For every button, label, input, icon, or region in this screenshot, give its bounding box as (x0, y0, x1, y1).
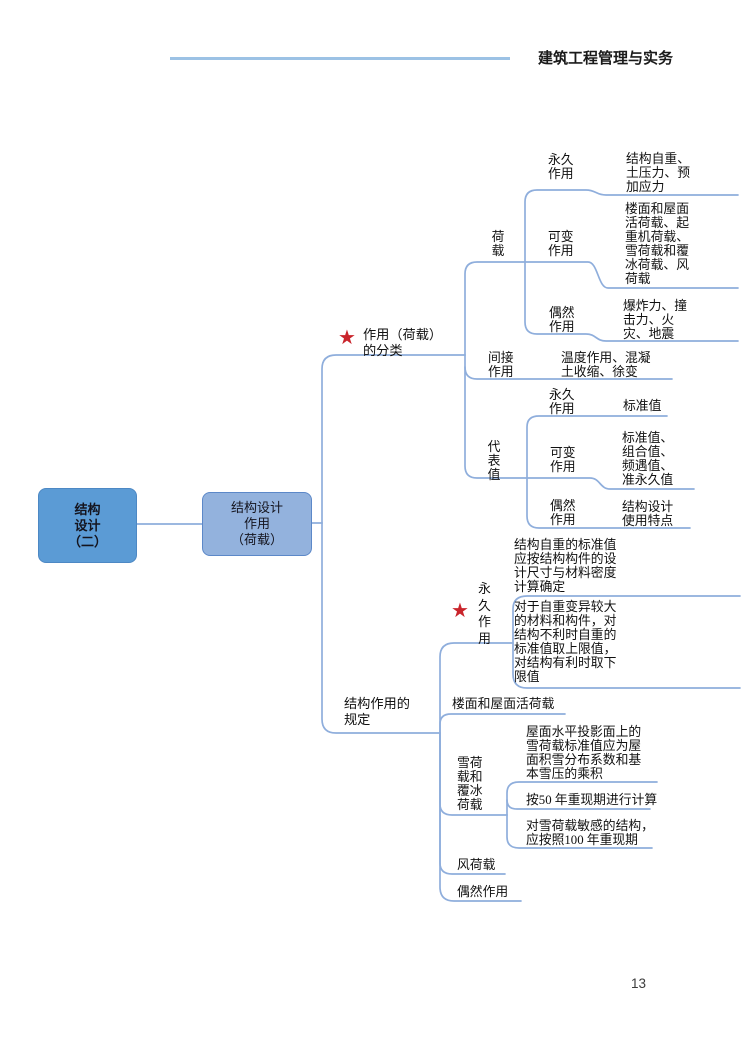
header-rule (170, 57, 510, 60)
connector-b2-permanent-bracket (512, 595, 741, 689)
node-variable-action: 可变 作用 (548, 230, 574, 258)
connector-branch1-elbow (321, 354, 466, 524)
star-icon: ★ (451, 598, 469, 622)
header-title: 建筑工程管理与实务 (538, 50, 674, 67)
leaf-rv-accidental-usage: 结构设计 使用特点 (622, 500, 674, 528)
connector-b2-permanent (439, 642, 514, 734)
connector-dbz-accidental (526, 477, 691, 529)
leaf-indirect-action-examples: 温度作用、混凝 土收缩、徐变 (561, 351, 651, 379)
leaf-snow-rule2: 按50 年重现期进行计算 (526, 793, 658, 807)
leaf-accidental-action-examples: 爆炸力、撞 击力、火 灾、地震 (623, 299, 687, 341)
connector-hezai-variable (464, 261, 739, 356)
connector-branch2-elbow (321, 522, 441, 734)
node-loads: 荷 载 (491, 230, 505, 258)
page-number: 13 (631, 976, 647, 991)
node-accidental-action: 偶然 作用 (549, 306, 575, 334)
leaf-wind-load: 风荷载 (457, 858, 496, 872)
branch2-label-rules: 结构作用的 规定 (344, 696, 410, 727)
leaf-b2-permanent-rule2: 对于自重变异较大 的材料和构件，对 结构不利时自重的 标准值取上限值， 对结构有… (514, 600, 617, 684)
leaf-permanent-action-examples: 结构自重、 土压力、预 加应力 (626, 152, 690, 194)
leaf-b2-accidental-action: 偶然作用 (457, 885, 509, 899)
star-icon: ★ (338, 325, 356, 349)
node-permanent-action: 永久 作用 (548, 153, 574, 181)
leaf-snow-rule1: 屋面水平投影面上的 雪荷载标准值应为屋 面积雪分布系数和基 本雪压的乘积 (526, 725, 642, 781)
connector-hezai-permanent (524, 189, 739, 263)
connector-daibiaozhi-variable (464, 354, 695, 490)
node-rv-variable: 可变 作用 (550, 446, 576, 474)
node-rv-permanent: 永久 作用 (549, 388, 575, 416)
connector-snow-leaf3 (506, 814, 653, 849)
node-snow-ice-load: 雪荷 载和 覆冰 荷载 (457, 756, 483, 812)
connector-hezai-accidental (524, 261, 739, 342)
connector-snow-leaf2 (506, 799, 651, 810)
connector-b2-accidental (439, 732, 522, 902)
leaf-floor-roof-live-load: 楼面和屋面活荷载 (452, 697, 555, 711)
leaf-rv-variable-values: 标准值、 组合值、 频遇值、 准永久值 (622, 431, 674, 487)
root-node-structural-design: 结构 设计 （二） (38, 488, 137, 563)
node-indirect-action: 间接 作用 (488, 351, 514, 379)
leaf-snow-rule3: 对雪荷载敏感的结构， 应按照100 年重现期 (526, 819, 654, 847)
leaf-rv-permanent-standard-value: 标准值 (623, 399, 662, 413)
branch1-label-classification: 作用（荷载） 的分类 (363, 327, 443, 358)
connector-b2-floor-roof (439, 713, 566, 734)
hub-node-design-actions-loads: 结构设计 作用 （荷载） (202, 492, 312, 556)
node-b2-permanent-action: 永 久 作 用 (478, 582, 491, 646)
leaf-variable-action-examples: 楼面和屋面 活荷载、起 重机荷载、 雪荷载和覆 冰荷载、风 荷载 (625, 202, 689, 286)
node-representative-values: 代 表 值 (487, 440, 501, 482)
connector-snow-leaf1 (506, 781, 658, 816)
node-rv-accidental: 偶然 作用 (550, 499, 576, 527)
leaf-b2-permanent-rule1: 结构自重的标准值 应按结构构件的设 计尺寸与材料密度 计算确定 (514, 538, 617, 594)
connector-dbz-permanent (526, 415, 668, 479)
